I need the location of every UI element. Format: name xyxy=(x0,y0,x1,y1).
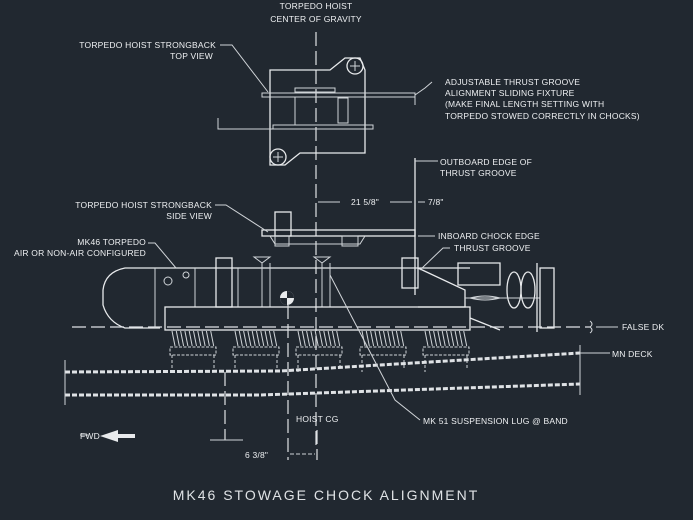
chock-support xyxy=(422,330,470,372)
strongback-side-view xyxy=(261,211,416,247)
chock-support xyxy=(169,330,217,372)
label-fwd: FWD xyxy=(80,431,100,441)
label-top-view: TORPEDO HOIST STRONGBACK xyxy=(79,40,216,50)
strongback-top-view xyxy=(217,57,416,166)
label-torpedo-2: AIR OR NON-AIR CONFIGURED xyxy=(14,248,146,258)
fwd-arrow-icon xyxy=(100,430,135,442)
label-inboard-chock-edge: INBOARD CHOCK EDGE xyxy=(438,231,540,241)
label-main-deck: MN DECK xyxy=(612,349,653,359)
label-fixture: ADJUSTABLE THRUST GROOVE xyxy=(445,77,580,87)
label-outboard-2: THRUST GROOVE xyxy=(440,168,517,178)
chock-supports xyxy=(169,330,470,372)
label-fixture-4: TORPEDO STOWED CORRECTLY IN CHOCKS) xyxy=(445,111,640,121)
chock-base xyxy=(164,306,471,331)
mk46-torpedo xyxy=(102,256,555,332)
label-hoist-cg-short: HOIST CG xyxy=(296,414,339,424)
deck-line-lower xyxy=(65,382,581,397)
chock-support xyxy=(295,330,343,372)
label-thrust-groove: THRUST GROOVE xyxy=(454,243,531,253)
label-fixture-2: ALIGNMENT SLIDING FIXTURE xyxy=(445,88,575,98)
label-top-view-2: TOP VIEW xyxy=(170,51,213,61)
label-side-view: TORPEDO HOIST STRONGBACK xyxy=(75,200,212,210)
dimension-6-3-8: 6 3/8" xyxy=(245,450,268,460)
label-hoist-cg: TORPEDO HOIST xyxy=(280,1,353,11)
label-outboard: OUTBOARD EDGE OF xyxy=(440,157,532,167)
chock-support xyxy=(232,330,280,372)
label-torpedo: MK46 TORPEDO xyxy=(77,237,146,247)
drawing-title: MK46 STOWAGE CHOCK ALIGNMENT xyxy=(173,487,480,503)
label-fixture-3: (MAKE FINAL LENGTH SETTING WITH xyxy=(445,99,604,109)
dimension-21-5-8: 21 5/8" xyxy=(351,197,379,207)
dimension-7-8: 7/8" xyxy=(428,197,444,207)
label-suspension-lug: MK 51 SUSPENSION LUG @ BAND xyxy=(423,416,568,426)
deck-line-upper xyxy=(64,351,581,374)
label-side-view-2: SIDE VIEW xyxy=(166,211,212,221)
label-false-deck: FALSE DK xyxy=(622,322,664,332)
leader-lines xyxy=(80,44,450,436)
label-hoist-cg-2: CENTER OF GRAVITY xyxy=(270,14,362,24)
